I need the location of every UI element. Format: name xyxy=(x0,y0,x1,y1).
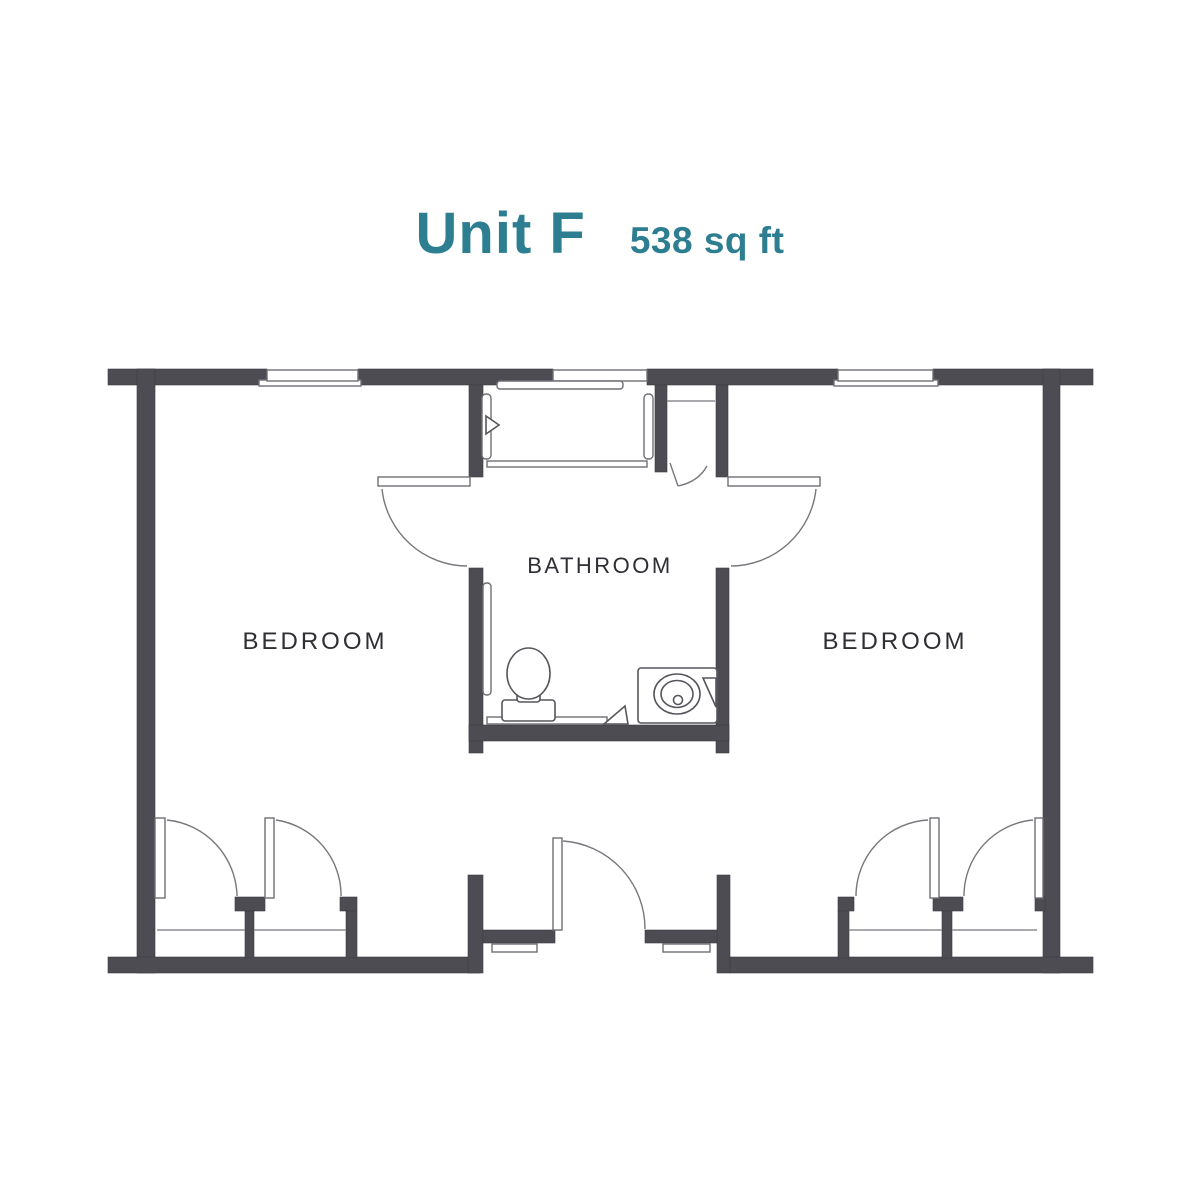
closet-partition xyxy=(941,910,953,959)
outer-walls xyxy=(107,368,1094,974)
closets-left xyxy=(154,817,358,959)
entry-recess-wall-left xyxy=(482,929,556,944)
closet-wall-stub xyxy=(837,896,855,912)
unit-title: Unit F xyxy=(415,201,586,266)
toilet-tank xyxy=(501,699,556,722)
closet-side-wall xyxy=(837,910,850,959)
bathroom-wall-upper-right xyxy=(715,384,729,478)
door-leaf xyxy=(377,476,471,487)
closet-wall-stub xyxy=(339,896,358,912)
bathroom-wall-lower-right xyxy=(715,567,730,754)
linen-door-swing xyxy=(677,465,708,487)
unit-area-label: 538 sq ft xyxy=(629,220,785,261)
door-swing-arc xyxy=(381,488,468,567)
closet-wall-stub xyxy=(234,896,266,912)
linen-door-leaf xyxy=(669,462,679,487)
door-leaf xyxy=(727,476,821,487)
window-glass xyxy=(837,369,934,382)
closet-door xyxy=(855,817,940,899)
right-bedroom-label: BEDROOM xyxy=(822,628,967,655)
bathroom-wall-upper-left xyxy=(468,384,484,478)
door-swing-arc xyxy=(166,819,238,897)
left-bedroom-label: BEDROOM xyxy=(242,628,387,655)
bathroom-label: BATHROOM xyxy=(527,553,672,578)
entry-door xyxy=(552,837,646,931)
entry-threshold-left xyxy=(491,943,538,953)
plan-header: Unit F 538 sq ft xyxy=(0,200,1200,267)
door-swing-arc xyxy=(562,840,646,930)
bathroom-door-left xyxy=(377,476,471,567)
bathroom-fixtures xyxy=(482,582,718,725)
corner-wedge xyxy=(601,704,629,725)
door-swing-arc xyxy=(963,819,1034,897)
door-leaf xyxy=(929,817,940,899)
closet-door xyxy=(154,817,238,899)
entry-stub-left xyxy=(467,874,484,974)
closet-door xyxy=(264,817,342,899)
closet-partition xyxy=(244,910,255,959)
entry-recess-wall-right xyxy=(644,929,718,944)
toilet-bowl xyxy=(506,647,551,700)
window-right xyxy=(833,369,939,387)
shower-glass-right xyxy=(643,393,654,460)
bottom-wall-left xyxy=(107,956,481,974)
closets-right xyxy=(837,817,1046,959)
shower-bench xyxy=(496,380,624,390)
bathroom-door-right xyxy=(727,476,821,567)
shower-right-wall xyxy=(654,384,668,473)
vanity-wedge xyxy=(701,677,717,708)
door-swing-arc xyxy=(730,488,817,567)
sink-faucet xyxy=(672,694,684,706)
sink-vanity xyxy=(637,667,718,724)
toilet xyxy=(501,647,556,722)
door-leaf xyxy=(552,837,563,931)
entry xyxy=(467,837,731,974)
door-leaf xyxy=(154,817,166,899)
window-glass xyxy=(552,369,648,382)
left-wall xyxy=(136,368,156,974)
bathroom-wall-bottom xyxy=(468,724,730,742)
closet-wall-stub xyxy=(1034,896,1046,912)
window-left xyxy=(258,369,362,387)
closet-side-wall xyxy=(345,910,358,959)
closet-wall-stub xyxy=(932,896,964,912)
window-center xyxy=(552,369,648,382)
top-wall-segment xyxy=(107,368,268,386)
linen-closet xyxy=(667,400,715,487)
sink-basin-outer xyxy=(653,673,701,715)
shower xyxy=(481,380,654,468)
bottom-wall-right xyxy=(729,956,1094,974)
door-leaf xyxy=(1034,817,1044,899)
window-glass xyxy=(266,369,359,382)
sink-basin-inner xyxy=(660,679,694,709)
shower-curb xyxy=(486,460,648,468)
closet-door xyxy=(963,817,1044,899)
right-wall xyxy=(1042,368,1061,974)
entry-stub-right xyxy=(716,874,731,974)
door-swing-arc xyxy=(275,819,342,897)
top-wall-segment xyxy=(646,368,839,386)
towel-bar xyxy=(482,582,492,696)
shower-head-icon xyxy=(485,414,501,436)
door-leaf xyxy=(264,817,275,899)
door-swing-arc xyxy=(855,819,929,897)
entry-threshold-right xyxy=(662,943,711,953)
bathroom xyxy=(377,380,821,754)
top-wall-segment xyxy=(932,368,1094,386)
